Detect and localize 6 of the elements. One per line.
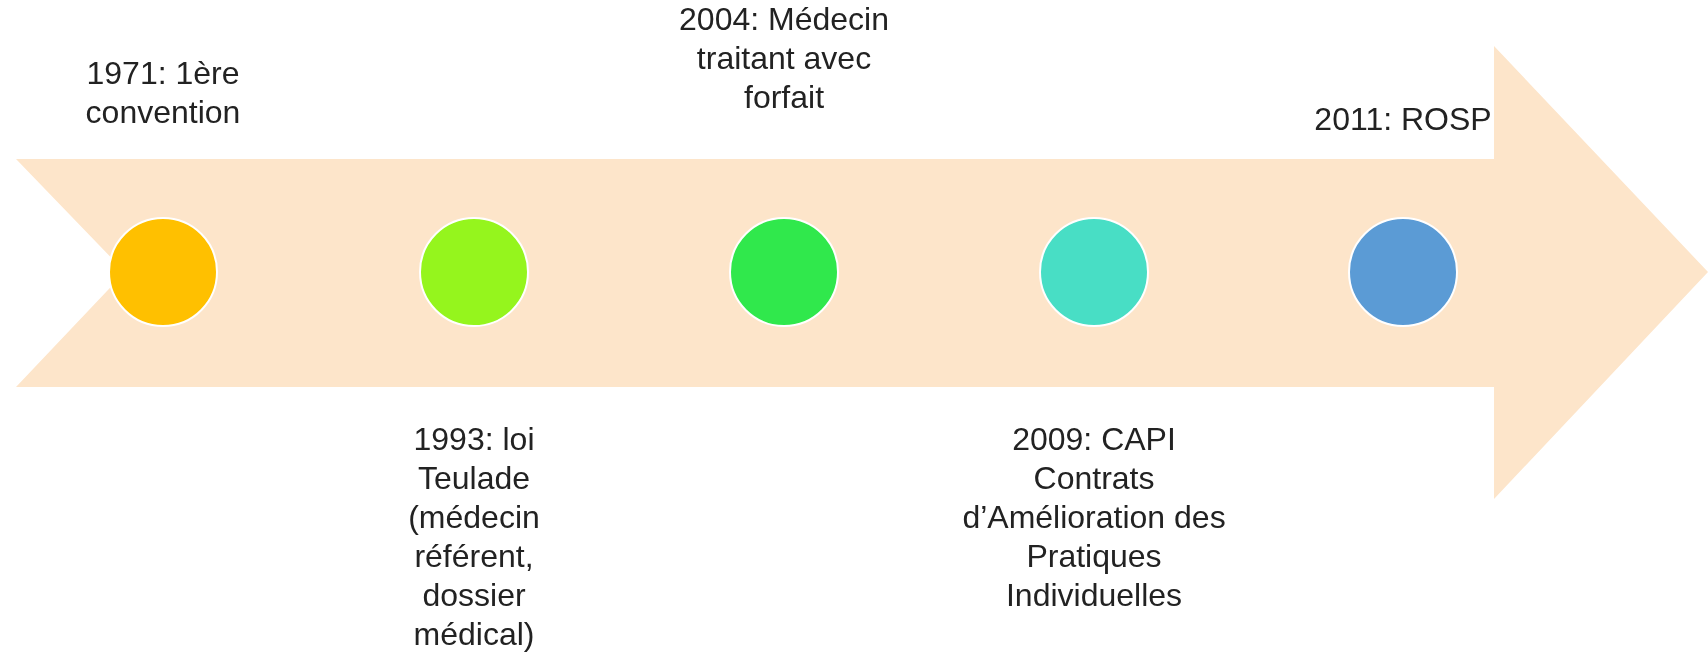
date-label: 2011: ROSP <box>1313 100 1493 139</box>
date-label: 1971: 1ère convention <box>84 54 242 132</box>
date-label: 2004: Médecin traitant avec forfait <box>678 0 890 117</box>
date-label: 2009: CAPI Contrats d’Amélioration des Pratiques Individuelles <box>961 420 1227 615</box>
arrow-band <box>16 46 1708 499</box>
date-label: 1993: loi Teulade (médecin référent, dossier médical) <box>407 420 541 654</box>
